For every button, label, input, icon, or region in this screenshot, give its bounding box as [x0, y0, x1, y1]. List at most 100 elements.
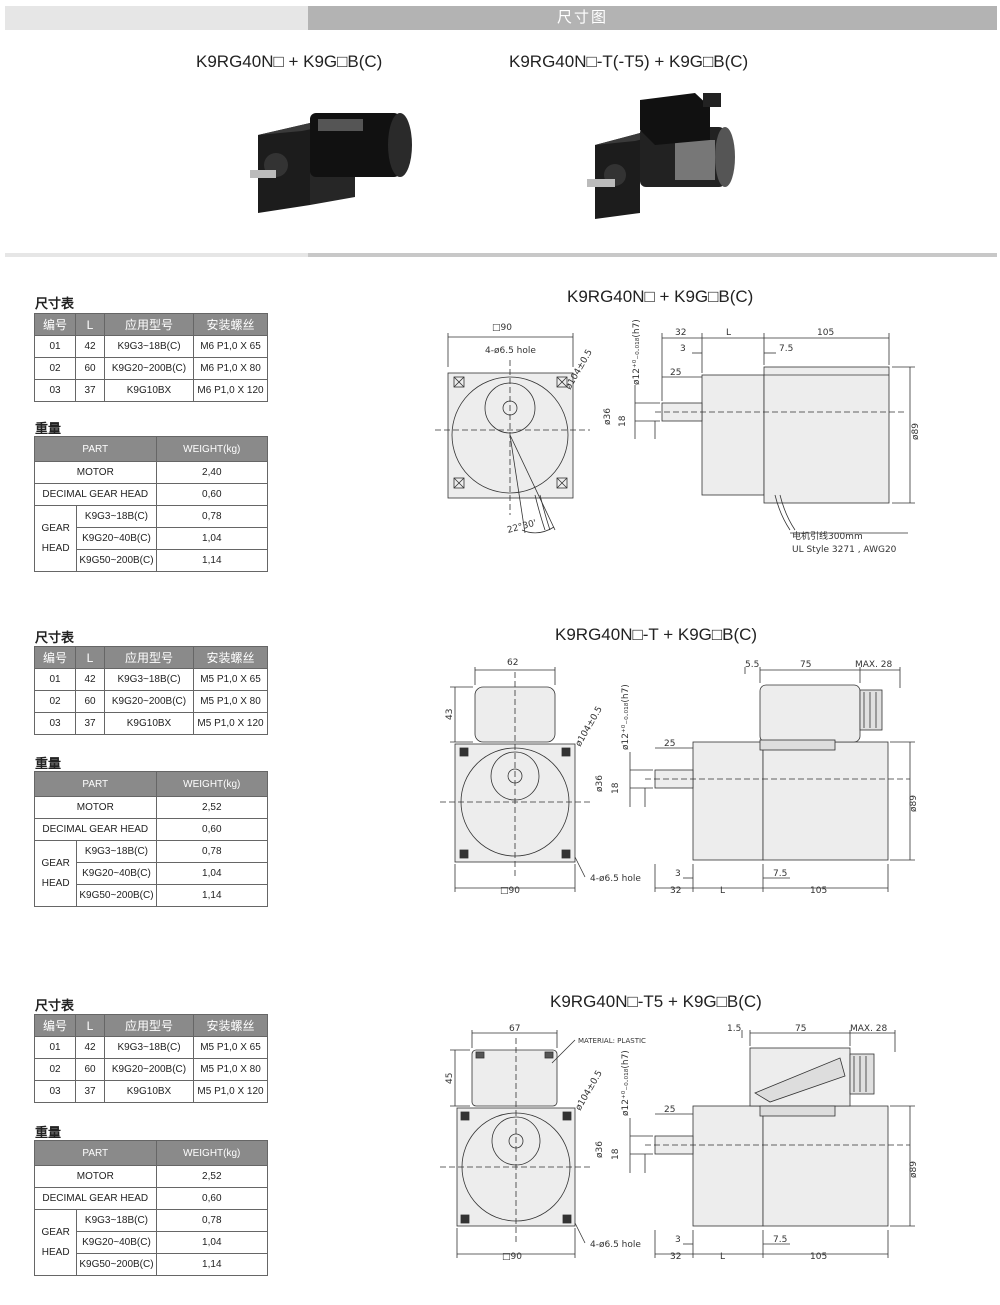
page-title: 尺寸图 — [556, 9, 608, 26]
weight-part: K9G3~18B(C) — [76, 1209, 157, 1232]
weight-value: 1,04 — [155, 862, 269, 885]
drawing-title-1: K9RG40N□ + K9G□B(C) — [567, 287, 754, 306]
weight-value: 1,04 — [155, 1231, 269, 1254]
weight-value: 0,60 — [155, 1187, 269, 1210]
dim-cell: M5 P1,0 X 120 — [193, 712, 268, 735]
weight-part: K9G50~200B(C) — [76, 884, 157, 907]
dim-table-title-2: 尺寸表 — [35, 630, 75, 645]
weight-value: 1,14 — [155, 884, 269, 907]
weight-value: 2,52 — [155, 796, 269, 819]
table-row: 03 37 K9G10BX M5 P1,0 X 120 — [34, 1080, 268, 1103]
dim-label: ø12⁺⁰₋₀.₀₁₈(h7) — [621, 1050, 631, 1116]
dim-label: 5.5 — [745, 660, 759, 670]
table-row: MOTOR 2,40 — [34, 461, 269, 484]
dim-label: □90 — [500, 886, 520, 896]
weight-header: PART — [34, 771, 157, 797]
dim-table-2: 编号 L 应用型号 安装螺丝 01 42 K9G3~18B(C) M5 P1,0… — [34, 646, 268, 735]
table-row: 01 42 K9G3~18B(C) M6 P1,0 X 65 — [34, 335, 268, 358]
weight-part: MOTOR — [34, 461, 157, 484]
dim-label: 18 — [611, 1148, 621, 1160]
dim-cell: M6 P1,0 X 65 — [193, 335, 268, 358]
dim-header: 应用型号 — [104, 646, 194, 669]
dim-label: □90 — [502, 1252, 522, 1262]
table-row: 03 37 K9G10BX M5 P1,0 X 120 — [34, 712, 268, 735]
weight-value: 0,78 — [155, 840, 269, 863]
table-row: 03 37 K9G10BX M6 P1,0 X 120 — [34, 379, 268, 402]
weight-part: K9G50~200B(C) — [76, 549, 157, 572]
table-row: K9G50~200B(C) 1,14 — [35, 1253, 269, 1276]
dim-cell: 37 — [75, 1080, 105, 1103]
motor-photo-1 — [250, 113, 412, 213]
dim-header: 编号 — [34, 313, 76, 336]
weight-value: 1,14 — [155, 549, 269, 572]
table-row: GEAR HEAD K9G3~18B(C) 0,78 — [33, 840, 269, 907]
dim-label: MAX. 28 — [855, 660, 893, 670]
dim-label: ø36 — [595, 775, 605, 792]
weight-table-title-1: 重量 — [35, 421, 62, 436]
weight-part: MOTOR — [34, 1165, 157, 1188]
dim-cell: 42 — [75, 668, 105, 691]
weight-value: 0,60 — [155, 818, 269, 841]
table-row: 02 60 K9G20~200B(C) M5 P1,0 X 80 — [34, 1058, 268, 1081]
gear-head-label: GEAR HEAD — [33, 840, 78, 907]
dim-label: L — [726, 328, 731, 338]
dim-cell: 42 — [75, 335, 105, 358]
dim-label: ø12⁺⁰₋₀.₀₁₈(h7) — [632, 319, 642, 385]
material-label: MATERIAL: PLASTIC — [578, 1037, 646, 1045]
weight-part: DECIMAL GEAR HEAD — [34, 818, 157, 841]
dim-cell: 42 — [75, 1036, 105, 1059]
dim-label: MAX. 28 — [850, 1024, 888, 1034]
dim-cell: M5 P1,0 X 120 — [193, 1080, 268, 1103]
weight-value: 1,14 — [155, 1253, 269, 1276]
dim-label: 105 — [810, 1252, 827, 1262]
head-label: HEAD — [41, 542, 70, 554]
dim-cell: K9G3~18B(C) — [104, 335, 194, 358]
dim-cell: 02 — [34, 357, 76, 380]
dim-label: 25 — [664, 1105, 675, 1115]
weight-table-2: PART WEIGHT(kg) MOTOR 2,52 DECIMAL GEAR … — [33, 771, 269, 907]
dim-label: 4-ø6.5 hole — [590, 874, 641, 884]
dim-cell: K9G10BX — [104, 1080, 194, 1103]
weight-header: WEIGHT(kg) — [155, 1140, 269, 1166]
dim-label: ø89 — [909, 1161, 919, 1178]
weight-part: K9G20~40B(C) — [76, 862, 157, 885]
gear-head-label: GEAR HEAD — [33, 1209, 78, 1276]
dim-label: L — [720, 886, 725, 896]
header-title-bar: 尺寸图 — [308, 6, 997, 30]
dim-cell: 37 — [75, 712, 105, 735]
weight-table-title-3: 重量 — [35, 1125, 62, 1140]
dim-cell: K9G10BX — [104, 712, 194, 735]
dim-cell: K9G10BX — [104, 379, 194, 402]
weight-value: 0,78 — [155, 505, 269, 528]
weight-table-1: PART WEIGHT(kg) MOTOR 2,40 DECIMAL GEAR … — [33, 436, 269, 572]
dim-label: ø36 — [595, 1141, 605, 1158]
weight-part: K9G3~18B(C) — [76, 840, 157, 863]
dim-cell: 03 — [34, 712, 76, 735]
dim-cell: M5 P1,0 X 65 — [193, 1036, 268, 1059]
dim-label: 4-ø6.5 hole — [590, 1240, 641, 1250]
table-row: GEAR HEAD K9G3~18B(C) 0,78 — [33, 505, 269, 572]
dim-label: ø36 — [603, 408, 613, 425]
dim-cell: K9G20~200B(C) — [104, 1058, 194, 1081]
dim-label: 43 — [445, 709, 455, 720]
weight-value: 0,78 — [155, 1209, 269, 1232]
dim-header: 应用型号 — [104, 1014, 194, 1037]
dim-label: 7.5 — [773, 869, 787, 879]
gear-label: GEAR — [41, 522, 70, 534]
dim-cell: K9G3~18B(C) — [104, 668, 194, 691]
product-model-2: K9RG40N□-T(-T5) + K9G□B(C) — [509, 52, 749, 71]
weight-part: K9G20~40B(C) — [76, 1231, 157, 1254]
dim-header: L — [75, 313, 105, 336]
dim-table-3: 编号 L 应用型号 安装螺丝 01 42 K9G3~18B(C) M5 P1,0… — [34, 1014, 268, 1103]
drawing-title-3: K9RG40N□-T5 + K9G□B(C) — [550, 992, 762, 1011]
dim-label: 25 — [670, 368, 681, 378]
dim-label: 75 — [800, 660, 811, 670]
weight-table-3: PART WEIGHT(kg) MOTOR 2,52 DECIMAL GEAR … — [33, 1140, 269, 1276]
dim-cell: M5 P1,0 X 80 — [193, 690, 268, 713]
table-row: 01 42 K9G3~18B(C) M5 P1,0 X 65 — [34, 1036, 268, 1059]
weight-value: 2,40 — [155, 461, 269, 484]
dim-label: 7.5 — [773, 1235, 787, 1245]
dim-label: 电机引线300mm — [792, 530, 863, 542]
dim-header: 编号 — [34, 1014, 76, 1037]
dim-table-1: 编号 L 应用型号 安装螺丝 01 42 K9G3~18B(C) M6 P1,0… — [34, 313, 268, 402]
